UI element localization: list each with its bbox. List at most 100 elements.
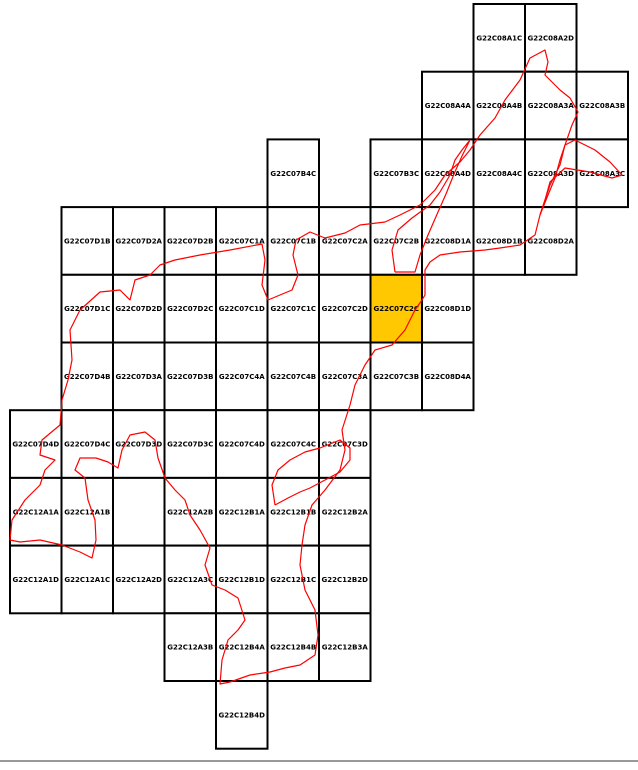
tile-label: G22C08A3C [579, 170, 625, 178]
area-boundary-south-loop [271, 439, 351, 506]
tile-label: G22C08D1B [476, 237, 522, 245]
tile-g22c12a2d[interactable] [112, 544, 166, 615]
tile-label: G22C08D4A [425, 373, 472, 381]
tile-g22c07c2c[interactable] [369, 273, 423, 344]
tile-label: G22C12B3A [322, 644, 369, 652]
tile-label: G22C07C1C [270, 305, 316, 313]
tile-g22c08a3c[interactable] [575, 138, 629, 209]
tile-g22c12a1d[interactable] [9, 544, 63, 615]
tile-g22c12b3a[interactable] [318, 612, 372, 682]
tile-label: G22C07C4B [270, 373, 316, 381]
tile-g22c08d1a[interactable] [421, 206, 475, 276]
tile-g22c08d1d[interactable] [421, 273, 475, 344]
tile-g22c12b4d[interactable] [215, 680, 269, 750]
tile-label: G22C12B1D [219, 576, 266, 584]
bottom-divider [0, 760, 638, 762]
tile-grid: G22C08A1C G22C08A2D G22C08A4A G22C08A4B G22C… [9, 3, 629, 750]
tile-g22c07b3c[interactable] [369, 138, 423, 209]
area-boundary-inner-loop [391, 139, 471, 273]
tile-label: G22C07C2D [322, 305, 368, 313]
tile-label: G22C07D2C [167, 305, 213, 313]
tile-label: G22C12A2D [116, 576, 163, 584]
tile-label: G22C07C1D [219, 305, 265, 313]
tile-label: G22C07B3C [373, 170, 419, 178]
tile-label: G22C12A1D [13, 576, 60, 584]
tile-g22c07c1d[interactable] [215, 273, 269, 344]
tile-label: G22C08A4D [425, 170, 472, 178]
tile-g22c07c1b[interactable] [266, 206, 320, 276]
tile-unlabeled[interactable] [112, 476, 166, 547]
tile-g22c07d4b[interactable] [60, 341, 114, 412]
tile-label: G22C12A1C [64, 576, 110, 584]
tile-label: G22C07C3A [322, 373, 368, 381]
tile-label: G22C08D1D [424, 305, 471, 313]
tile-g22c12a1c[interactable] [60, 544, 114, 615]
tile-g22c12b1c[interactable] [266, 544, 320, 615]
tile-label: G22C07B4C [270, 170, 316, 178]
tile-label: G22C07D4C [64, 441, 110, 449]
tile-label: G22C07D2A [116, 237, 163, 245]
tile-g22c07c2b[interactable] [369, 206, 423, 276]
tile-g22c07c3b[interactable] [369, 341, 423, 412]
tile-label: G22C07D3A [116, 373, 163, 381]
tile-label: G22C07D4B [64, 373, 110, 381]
tile-label: G22C07D3C [167, 441, 213, 449]
tile-label: G22C07D2B [167, 237, 213, 245]
tile-g22c08a4c[interactable] [472, 138, 526, 209]
tile-label: G22C08A3A [528, 102, 575, 110]
tile-label: G22C07C2A [322, 237, 368, 245]
area-boundary-outline [9, 49, 579, 685]
tile-label: G22C12B4D [219, 711, 266, 719]
tile-g22c12b1b[interactable] [266, 476, 320, 547]
tile-label: G22C07C3B [373, 373, 419, 381]
tile-label: G22C07C1B [270, 237, 316, 245]
tile-g22c07c4b[interactable] [266, 341, 320, 412]
tile-g22c08d4a[interactable] [421, 341, 475, 412]
tile-g22c12a2b[interactable] [163, 476, 217, 547]
tile-label: G22C12A2B [167, 508, 213, 516]
tile-label: G22C08D1A [425, 237, 472, 245]
tile-label: G22C08A4B [476, 102, 522, 110]
tile-g22c07d4d[interactable] [9, 409, 63, 479]
tile-label: G22C12A3C [167, 576, 213, 584]
tile-g22c07d2b[interactable] [163, 206, 217, 276]
tile-label: G22C12B1C [270, 576, 316, 584]
tile-label: G22C08A2D [528, 34, 575, 42]
tile-label: G22C12B4A [219, 644, 266, 652]
tile-label: G22C08D2A [528, 237, 575, 245]
tile-label: G22C12B4B [270, 644, 316, 652]
tile-label: G22C07C2C [373, 305, 419, 313]
tile-label: G22C07D2D [115, 305, 162, 313]
tile-label: G22C12A3B [167, 644, 213, 652]
tile-g22c07d1b[interactable] [60, 206, 114, 276]
tile-label: G22C07C2B [373, 237, 419, 245]
tile-label: G22C08A4A [425, 102, 472, 110]
tile-g22c12b1d[interactable] [215, 544, 269, 615]
tile-label: G22C07D4D [12, 441, 59, 449]
tile-label: G22C07D3B [167, 373, 213, 381]
tile-label: G22C07C4A [219, 373, 265, 381]
tile-label: G22C08A3D [528, 170, 575, 178]
tile-label: G22C07D1C [64, 305, 110, 313]
tile-label: G22C07C4C [270, 441, 316, 449]
tile-label: G22C12A1B [64, 508, 110, 516]
tile-g22c08d1b[interactable] [472, 206, 526, 276]
tile-label: G22C07D1B [64, 237, 110, 245]
tile-label: G22C08A1C [476, 34, 522, 42]
tile-label: G22C07C1A [219, 237, 265, 245]
tile-label: G22C08A3B [579, 102, 625, 110]
tile-g22c08a3b[interactable] [575, 70, 629, 141]
tile-label: G22C07C4D [219, 441, 265, 449]
tile-label: G22C12A1A [13, 508, 60, 516]
tile-label: G22C12B2A [322, 508, 369, 516]
tile-label: G22C12B1B [270, 508, 316, 516]
tile-label: G22C08A4C [476, 170, 522, 178]
area-boundary-east-loop [539, 139, 623, 216]
tile-g22c08a1c[interactable] [472, 3, 526, 73]
tile-label: G22C12B1A [219, 508, 266, 516]
tile-g22c12b2a[interactable] [318, 476, 372, 547]
tile-label: G22C12B2D [322, 576, 369, 584]
tile-label: G22C07D3D [115, 441, 162, 449]
tile-g22c12a3b[interactable] [163, 612, 217, 682]
